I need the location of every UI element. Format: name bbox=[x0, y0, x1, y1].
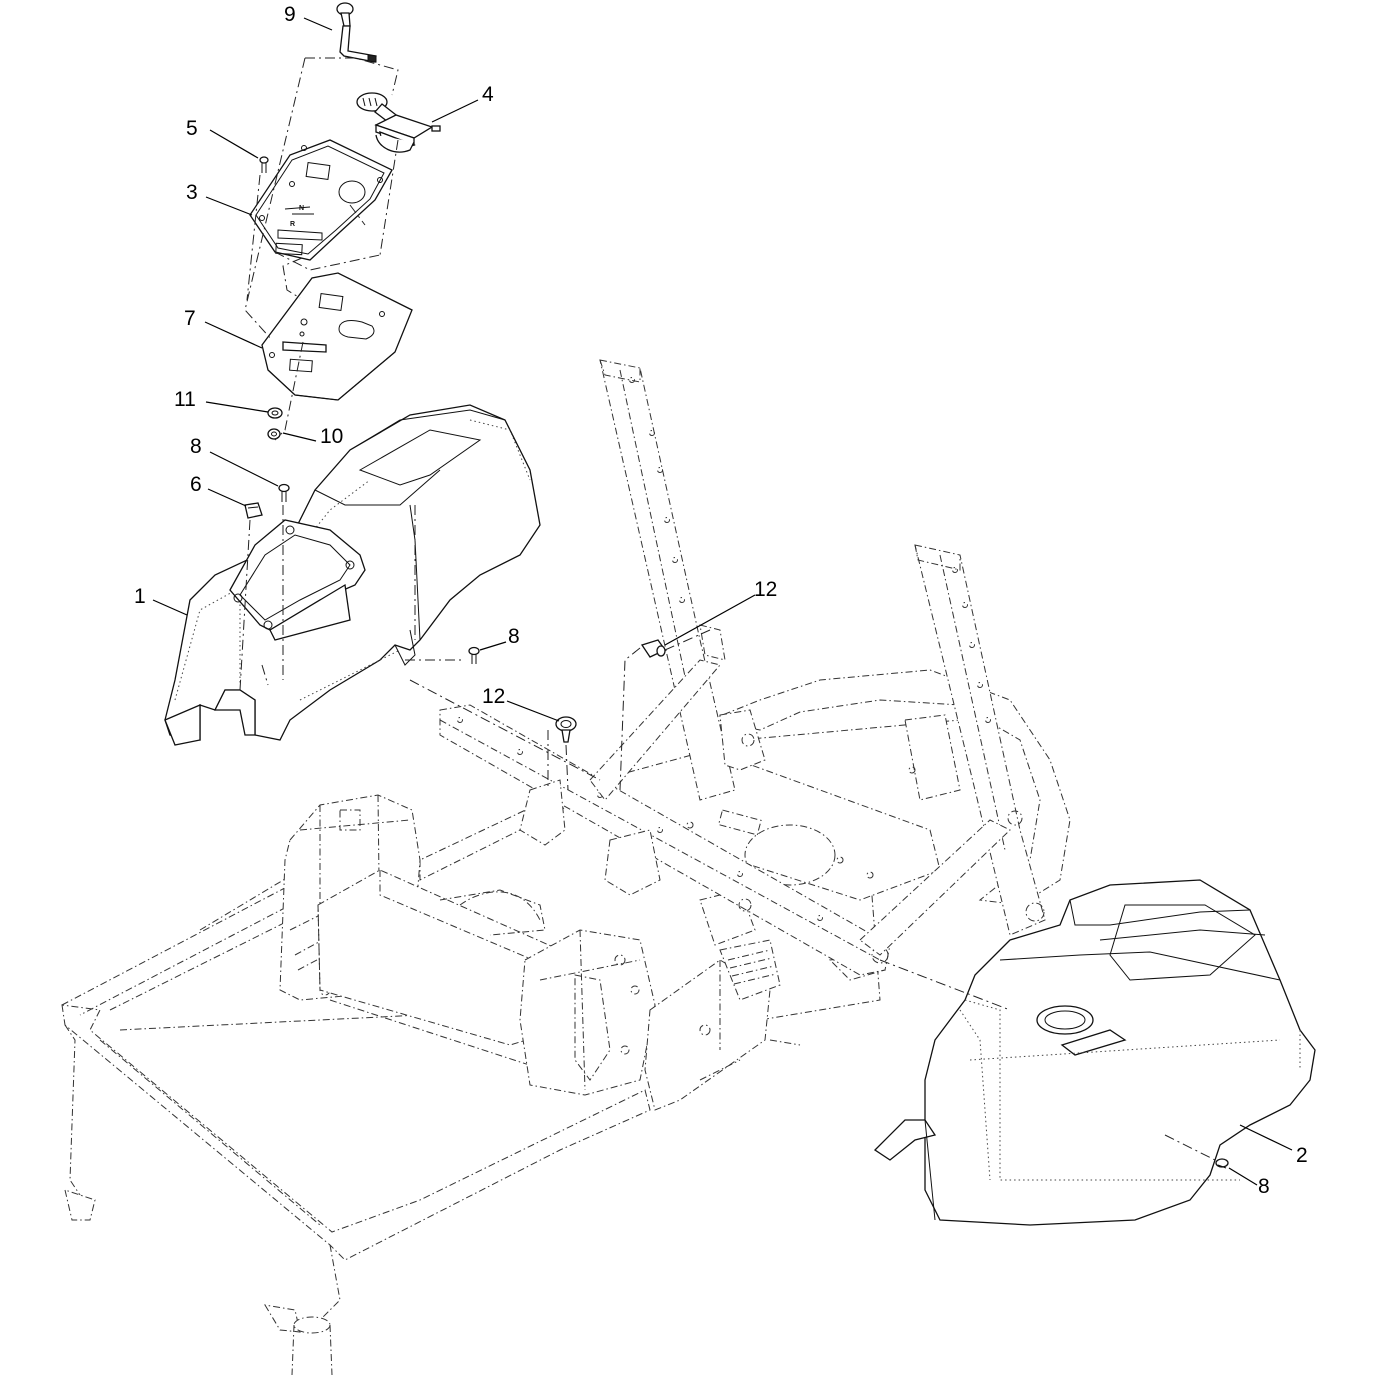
callout-9: 9 bbox=[284, 3, 296, 26]
left-console-cover bbox=[164, 404, 541, 746]
callout-8-middle: 8 bbox=[508, 625, 520, 648]
callout-8-upper: 8 bbox=[190, 435, 202, 458]
shift-lever-assembly bbox=[356, 92, 441, 153]
callout-2: 2 bbox=[1296, 1144, 1308, 1167]
bolt-8-middle bbox=[468, 646, 480, 664]
left-rops-post bbox=[589, 359, 766, 801]
control-knob-rod bbox=[336, 2, 377, 63]
callout-11: 11 bbox=[174, 388, 196, 411]
assembly-phantom-lines bbox=[239, 57, 1216, 1161]
callout-5: 5 bbox=[186, 117, 198, 140]
clip-6 bbox=[244, 502, 263, 519]
callout-12-upper: 12 bbox=[754, 578, 777, 601]
bolt-8-upper bbox=[278, 483, 290, 502]
callout-leaders bbox=[152, 17, 1293, 1186]
right-rops-post bbox=[859, 544, 1046, 956]
reverse-mark: R bbox=[290, 221, 295, 228]
bolt-8-lower bbox=[1215, 1158, 1229, 1169]
lower-control-plate bbox=[261, 272, 413, 401]
callout-numbers: 9 4 5 3 7 11 10 8 6 1 8 12 12 2 8 bbox=[134, 3, 1308, 1198]
neutral-decal-plate: N R bbox=[249, 139, 393, 261]
screw-5 bbox=[259, 156, 269, 173]
right-console-cover bbox=[873, 879, 1316, 1226]
neutral-mark: N bbox=[299, 205, 304, 212]
washer-11 bbox=[267, 407, 283, 419]
callout-7: 7 bbox=[184, 307, 196, 330]
callout-1: 1 bbox=[134, 585, 146, 608]
callout-4: 4 bbox=[482, 83, 494, 106]
callout-10: 10 bbox=[320, 425, 343, 448]
callout-3: 3 bbox=[186, 181, 198, 204]
knob-12-upper bbox=[640, 639, 666, 658]
cross-bar bbox=[439, 704, 891, 976]
callout-12-lower: 12 bbox=[482, 685, 505, 708]
callout-6: 6 bbox=[190, 473, 202, 496]
nut-10 bbox=[267, 428, 281, 440]
callout-8-lower: 8 bbox=[1258, 1175, 1270, 1198]
knob-12-lower bbox=[555, 716, 577, 743]
